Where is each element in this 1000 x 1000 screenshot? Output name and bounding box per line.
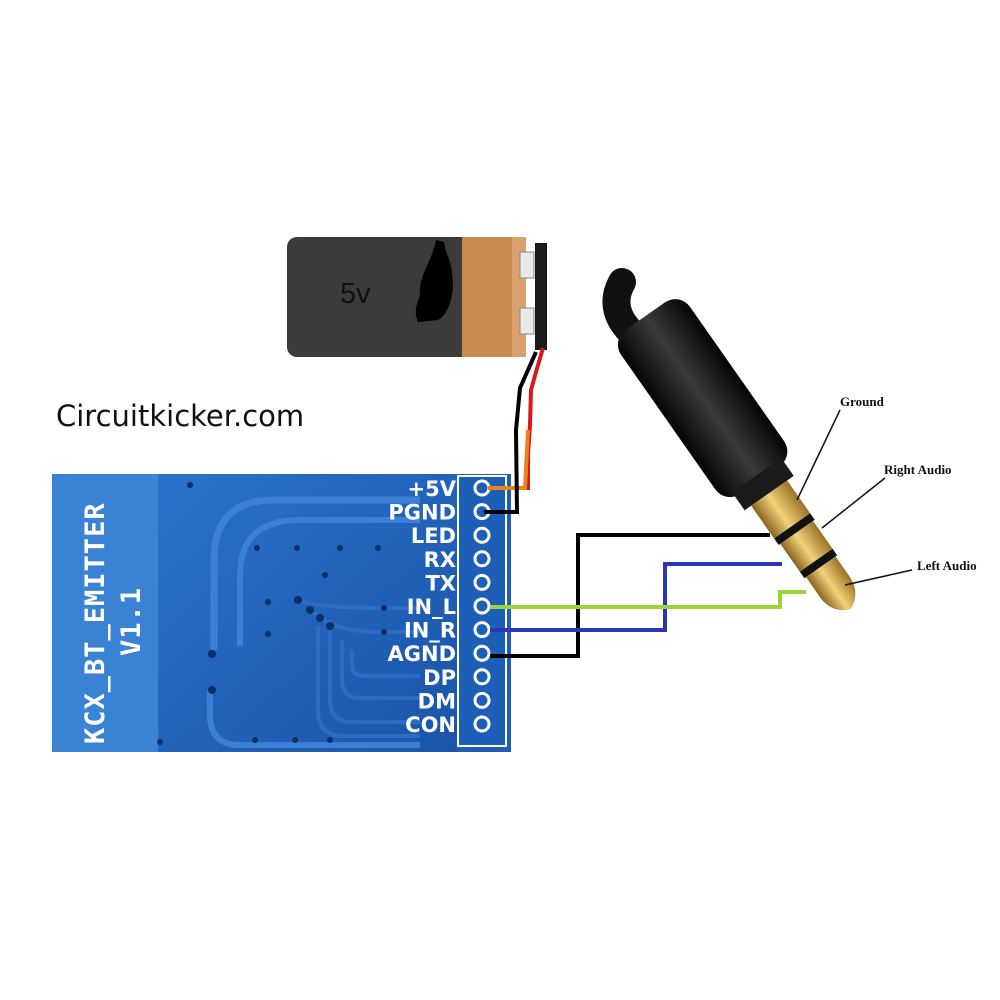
jack-ring <box>780 520 833 572</box>
pin-label: IN_L <box>407 595 456 619</box>
wire-battery-red <box>490 347 545 490</box>
pin-pad <box>473 644 491 662</box>
site-label: Circuitkicker.com <box>56 399 304 433</box>
callout-line-right <box>821 477 886 529</box>
pin-pad <box>473 668 491 686</box>
audio-jack: Ground Right Audio Left Audio <box>602 268 977 611</box>
pin-label: RX <box>424 548 456 572</box>
wire-battery-ground <box>484 351 538 514</box>
jack-plug-body <box>617 299 788 498</box>
redaction-mark <box>415 240 453 322</box>
pin-label: TX <box>425 571 456 595</box>
pin-label: PGND <box>388 501 456 525</box>
pin-label: LED <box>411 524 456 548</box>
pin-pad <box>473 597 491 615</box>
board-vias <box>157 482 387 745</box>
pin-label: DM <box>418 689 456 713</box>
wires <box>484 347 806 658</box>
callout-left-audio: Left Audio <box>917 558 977 573</box>
pin-label: IN_R <box>404 619 456 643</box>
pin-label: DP <box>423 666 456 690</box>
bluetooth-board: KCX_BT_EMITTER V1.1 +5VPGNDLEDRXTXIN_LIN… <box>52 474 511 752</box>
wire-positive <box>488 429 530 490</box>
pin-pad <box>473 550 491 568</box>
callout-line-left <box>844 569 913 586</box>
callout-line-ground <box>796 409 841 501</box>
pin-pad <box>473 715 491 733</box>
wire-right-audio <box>490 562 782 632</box>
pin-label: AGND <box>388 642 457 666</box>
pin-label: +5V <box>408 477 457 501</box>
wire-audio-ground <box>490 533 770 658</box>
jack-sleeve <box>751 480 811 539</box>
pin-header-outline <box>457 475 507 747</box>
battery: 5v <box>287 237 547 357</box>
pin-pad <box>473 573 491 591</box>
battery-terminal-top <box>519 251 535 279</box>
jack-tip <box>806 556 856 611</box>
battery-connector <box>535 243 547 350</box>
callout-right-audio: Right Audio <box>884 462 952 477</box>
wire-left-audio <box>490 590 806 609</box>
pin-pad <box>473 691 491 709</box>
board-version: V1.1 <box>116 587 147 656</box>
pin-pad <box>473 526 491 544</box>
jack-ring-insulator-2 <box>799 548 838 579</box>
callout-ground: Ground <box>840 394 885 409</box>
battery-label: 5v <box>340 278 371 310</box>
pin-pad <box>473 479 491 497</box>
jack-ring-insulator-1 <box>774 513 815 546</box>
board-title: KCX_BT_EMITTER <box>80 502 111 744</box>
pin-label: CON <box>405 713 456 737</box>
pin-pad <box>473 621 491 639</box>
battery-terminal-bottom <box>519 307 535 335</box>
